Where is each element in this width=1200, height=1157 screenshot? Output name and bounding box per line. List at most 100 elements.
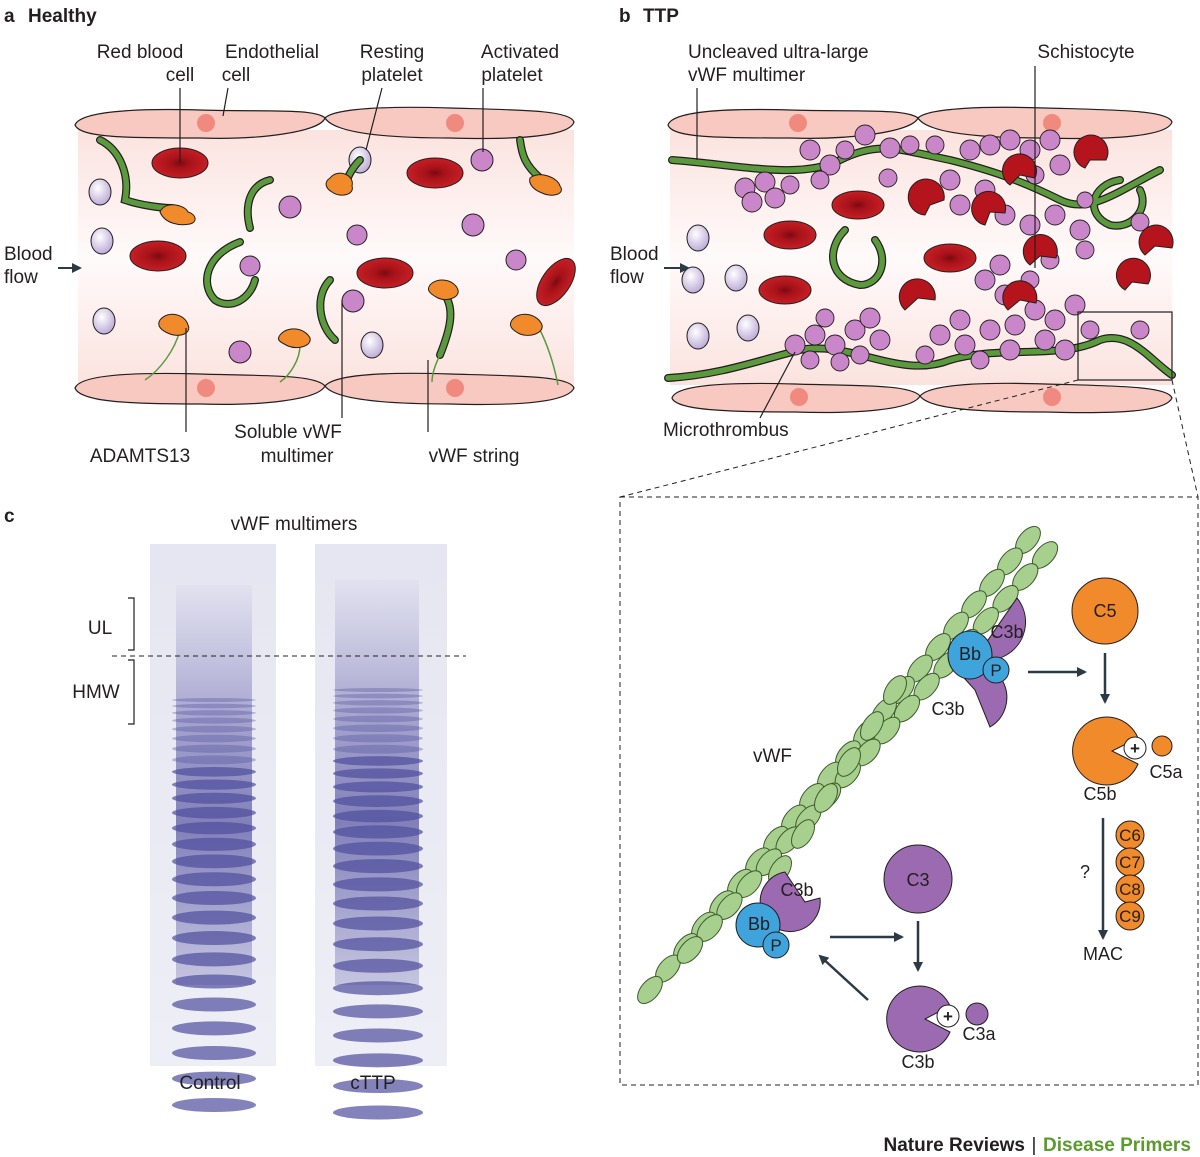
panel-b: b TTP — [610, 6, 1176, 441]
gel-band — [333, 1053, 423, 1068]
activated-platelet — [346, 224, 368, 246]
gel-band — [172, 755, 256, 765]
label-bb-lower: Bb — [748, 914, 770, 934]
gel-band — [333, 693, 423, 699]
label-red-blood-cell-1: Red blood — [97, 42, 184, 63]
gel-band — [172, 952, 256, 967]
gel-band — [172, 779, 256, 790]
activated-platelet — [341, 289, 365, 313]
gel-band — [333, 688, 423, 692]
gel-band — [172, 1046, 256, 1061]
panel-b-title: TTP — [643, 6, 679, 27]
panel-b-letter: b — [619, 6, 631, 27]
resting-platelet — [686, 322, 710, 350]
resting-platelet — [724, 264, 748, 292]
label-adamts13: ADAMTS13 — [90, 446, 190, 467]
flow-label-line2: flow — [4, 267, 38, 288]
vwf-bead — [676, 936, 704, 964]
vwf-bead — [883, 675, 907, 705]
label-vwf: vWF — [753, 746, 792, 767]
label-microthrombus: Microthrombus — [663, 420, 789, 441]
flow-label-line1: Blood — [610, 244, 659, 265]
zoom-projection-lines — [619, 379, 1199, 498]
leader-lines — [696, 66, 1036, 419]
gel-band — [333, 781, 423, 793]
plus-symbol-c3: + — [943, 1007, 953, 1026]
activated-platelet — [461, 213, 485, 237]
red-blood-cell — [129, 240, 187, 272]
vwf-bead — [860, 711, 884, 741]
label-p-upper: P — [990, 661, 1001, 680]
cleavage-plus-icon — [936, 1004, 960, 1028]
journal-name: Nature Reviews — [883, 1135, 1025, 1156]
lane-label-cttp: cTTP — [350, 1073, 395, 1094]
gel-band — [333, 715, 423, 723]
gel-band — [172, 854, 256, 869]
gel-band — [172, 1021, 256, 1036]
gel-band — [333, 859, 423, 874]
label-endothelial-cell-1: Endothelial — [225, 42, 319, 63]
endothelial-nucleus — [446, 379, 464, 397]
gel-band — [333, 700, 423, 706]
label-c3b-product: C3b — [901, 1052, 934, 1072]
label-c3: C3 — [906, 870, 929, 890]
label-c5a: C5a — [1149, 762, 1183, 782]
inset-frame — [619, 496, 1199, 1086]
red-blood-cell — [923, 243, 977, 273]
gel-band — [172, 767, 256, 777]
label-endothelial-cell-2: cell — [222, 65, 251, 86]
label-bb-upper: Bb — [959, 644, 981, 664]
gel-band — [172, 1098, 256, 1112]
resting-platelet — [686, 224, 710, 252]
panel-a-letter: a — [4, 6, 15, 27]
vwf-bead — [791, 819, 815, 849]
activated-platelet — [505, 249, 527, 271]
red-blood-cell — [763, 220, 817, 250]
endothelial-nucleus — [789, 114, 807, 132]
label-soluble-vwf-2: multimer — [261, 446, 335, 467]
label-ul: UL — [88, 618, 112, 639]
activated-platelet — [278, 195, 302, 219]
label-ultra-large-vwf-1: Uncleaved ultra-large — [688, 42, 869, 63]
gel-title: vWF multimers — [231, 514, 358, 535]
endothelial-nucleus — [197, 379, 215, 397]
label-activated-platelet-2: platelet — [481, 65, 543, 86]
label-c3b-upper: C3b — [990, 622, 1023, 642]
properdin — [982, 656, 1010, 684]
gel-brackets — [128, 597, 135, 725]
gel-band — [333, 916, 423, 931]
adamts13-enzyme — [277, 328, 311, 349]
vwf-bead-chain — [637, 525, 1059, 1005]
gel-band — [333, 937, 423, 952]
gel-band — [172, 821, 256, 835]
label-resting-platelet-1: Resting — [360, 42, 424, 63]
resting-platelet — [360, 331, 384, 359]
gel-band — [172, 891, 256, 905]
label-c5: C5 — [1093, 601, 1116, 621]
endothelial-nucleus — [790, 388, 808, 406]
label-ultra-large-vwf-2: vWF multimer — [688, 65, 806, 86]
label-p-lower: P — [770, 936, 781, 955]
c3-convertase-upper — [947, 597, 1027, 728]
adamts13-enzyme — [529, 174, 562, 196]
panel-a: a Healthy — [4, 6, 576, 467]
gel-band — [172, 872, 256, 887]
label-activated-platelet-1: Activated — [481, 42, 559, 63]
endothelial-nucleus — [1043, 114, 1061, 132]
bb-factor — [947, 630, 993, 680]
c5-molecule — [1071, 577, 1139, 645]
red-blood-cell — [356, 257, 414, 289]
panel-c-letter: c — [4, 506, 15, 527]
c3a-molecule — [965, 1002, 989, 1026]
label-schistocyte: Schistocyte — [1037, 42, 1134, 63]
flow-label-line2: flow — [610, 267, 644, 288]
gel-band — [172, 744, 256, 753]
gel-band — [333, 707, 423, 714]
gel-band — [172, 703, 256, 709]
label-vwf-string: vWF string — [429, 446, 520, 467]
gel-bands-control — [172, 698, 256, 1112]
endothelial-nucleus — [446, 114, 464, 132]
resting-platelet — [88, 178, 112, 206]
c3-convertase-lower — [735, 871, 821, 959]
